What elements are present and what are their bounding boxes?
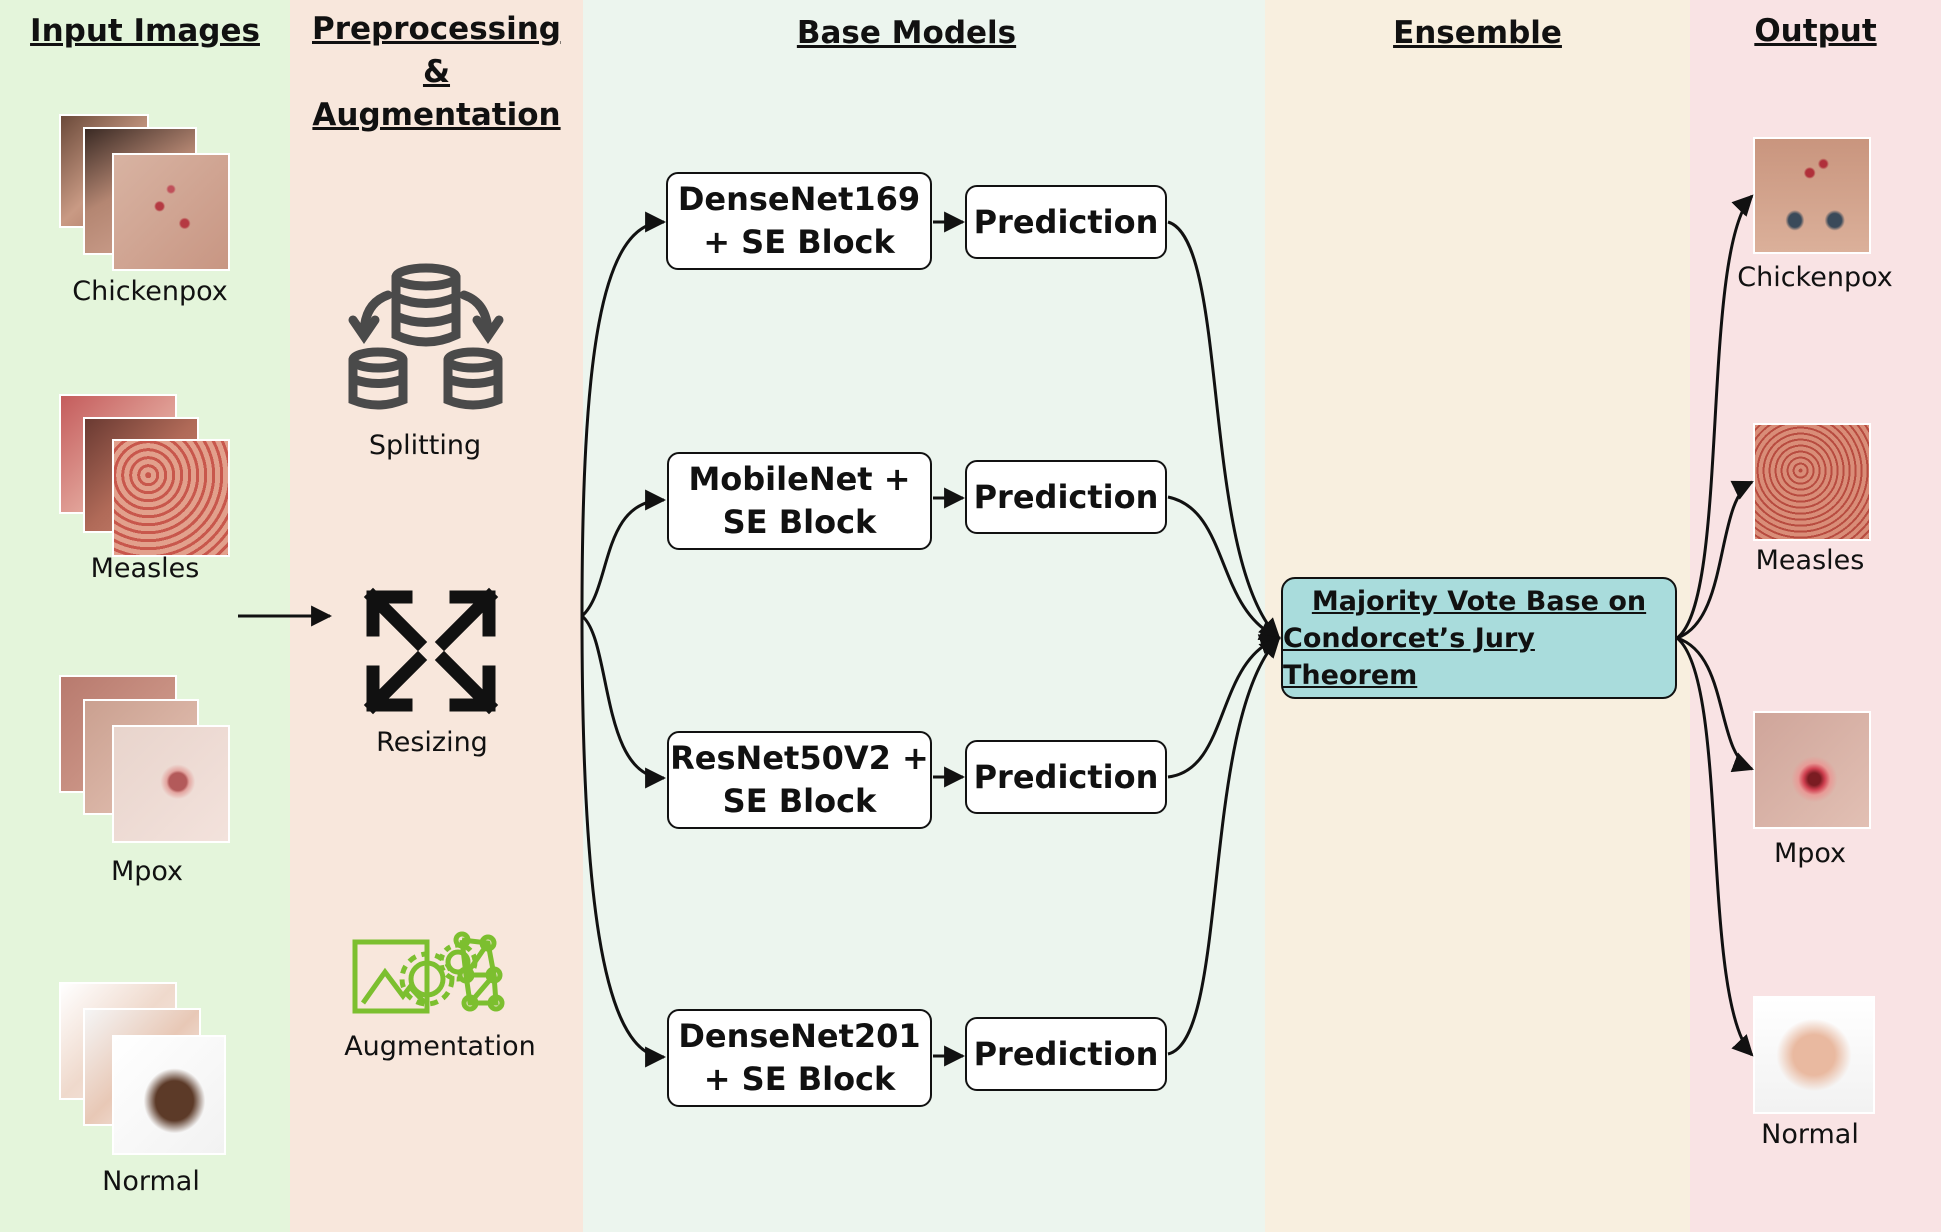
- prediction-to-ensemble-arrow: [1167, 495, 1281, 641]
- ensemble-to-output-arrow: [1676, 636, 1754, 1057]
- mpox-input-label: Mpox: [110, 856, 184, 887]
- base-model-box-densenet201: DenseNet201 + SE Block: [667, 1009, 932, 1107]
- augmentation-gears-network-icon: [352, 931, 505, 1014]
- base-model-name: ResNet50V2 + SE Block: [670, 739, 929, 820]
- output-heading: Output: [1754, 13, 1877, 49]
- preprocessing-heading-line: &: [422, 54, 451, 90]
- majority-vote-line: Condorcet’s Jury Theorem: [1283, 622, 1535, 691]
- resizing-label: Resizing: [376, 727, 488, 758]
- normal-input-label: Normal: [102, 1166, 200, 1197]
- prediction-box: Prediction: [965, 185, 1167, 259]
- preprocessing-heading: Preprocessing & Augmentation: [290, 8, 583, 137]
- base-model-name: DenseNet201 + SE Block: [678, 1017, 921, 1098]
- prediction-to-ensemble-arrow: [1167, 220, 1281, 640]
- measles-output-label: Measles: [1755, 545, 1865, 576]
- resize-arrows-icon: [363, 587, 499, 715]
- chickenpox-output-label: Chickenpox: [1737, 262, 1893, 293]
- prediction-label: Prediction: [973, 1034, 1159, 1073]
- chickenpox-input-label: Chickenpox: [72, 276, 228, 307]
- base-model-box-densenet169: DenseNet169 + SE Block: [666, 172, 932, 270]
- prediction-box: Prediction: [965, 1017, 1167, 1091]
- normal-output-image: [1753, 996, 1875, 1114]
- ensemble-to-output-arrow: [1676, 480, 1754, 640]
- majority-vote-line: Majority Vote Base on: [1311, 585, 1647, 617]
- mpox-output-label: Mpox: [1773, 838, 1847, 869]
- normal-output-label: Normal: [1761, 1119, 1859, 1150]
- ensemble-heading: Ensemble: [1393, 15, 1562, 51]
- measles-output-image: [1753, 423, 1871, 541]
- input-photo: [112, 725, 230, 843]
- prediction-to-ensemble-arrow: [1167, 636, 1281, 1056]
- base-model-box-mobilenet: MobileNet + SE Block: [667, 452, 932, 550]
- base-models-heading: Base Models: [796, 15, 1017, 51]
- preprocessing-heading-line: Preprocessing: [312, 11, 561, 47]
- fanout-arrow: [580, 614, 667, 789]
- fanout-arrow: [580, 489, 667, 618]
- mpox-output-image: [1753, 711, 1871, 829]
- prediction-box: Prediction: [965, 460, 1167, 534]
- preprocessing-heading-line: Augmentation: [312, 97, 561, 133]
- database-split-icon: [348, 263, 504, 410]
- augmentation-label: Augmentation: [344, 1031, 536, 1062]
- prediction-label: Prediction: [973, 477, 1159, 516]
- majority-vote-box: Majority Vote Base on Condorcet’s Jury T…: [1281, 577, 1677, 699]
- input-photo: [112, 439, 230, 557]
- fanout-arrow: [580, 615, 667, 1068]
- chickenpox-output-image: [1753, 137, 1871, 254]
- base-model-name: DenseNet169 + SE Block: [677, 180, 921, 261]
- base-model-name: MobileNet + SE Block: [688, 460, 911, 541]
- input-photo: [112, 1035, 226, 1155]
- base-model-box-resnet50v2: ResNet50V2 + SE Block: [667, 731, 932, 829]
- fanout-arrow: [580, 211, 667, 617]
- preprocessing-column: [290, 0, 583, 1232]
- ensemble-to-output-arrow: [1676, 636, 1754, 773]
- input-photo: [112, 153, 230, 271]
- splitting-label: Splitting: [368, 430, 482, 461]
- input-images-heading: Input Images: [30, 13, 260, 49]
- prediction-label: Prediction: [973, 757, 1159, 796]
- ensemble-to-output-arrow: [1676, 194, 1754, 640]
- prediction-label: Prediction: [973, 202, 1159, 241]
- arrows: [238, 194, 1754, 1068]
- prediction-box: Prediction: [965, 740, 1167, 814]
- measles-input-label: Measles: [90, 553, 200, 584]
